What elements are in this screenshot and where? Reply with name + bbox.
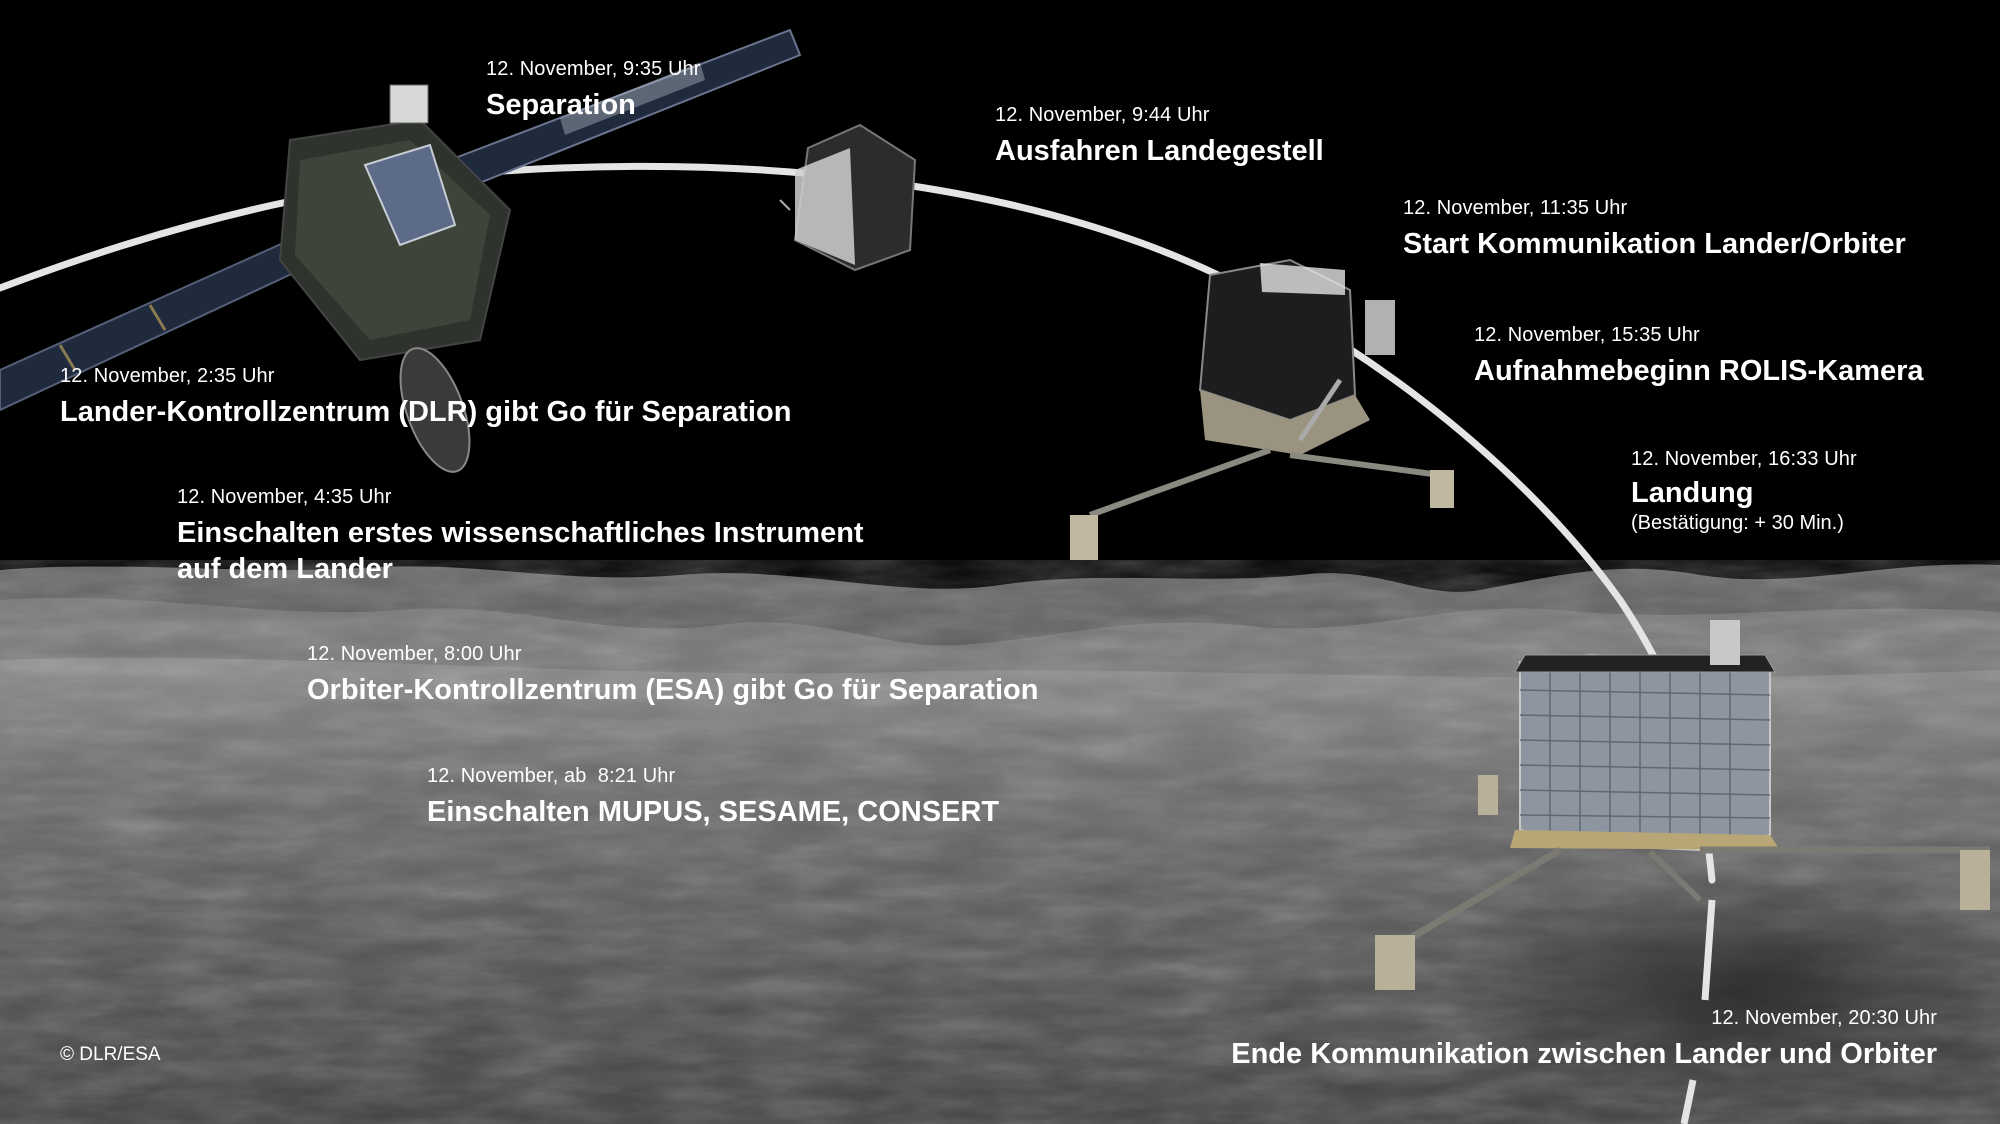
orbiter-illustration — [0, 28, 802, 473]
event-go-dlr: 12. November, 2:35 Uhr Lander-Kontrollze… — [60, 364, 791, 430]
event-date: 12. November, 4:35 Uhr — [177, 486, 392, 508]
event-title-line1: Einschalten erstes wissenschaftliches In… — [177, 517, 864, 549]
event-title: Ende Kommunikation zwischen Lander und O… — [1231, 1038, 1937, 1070]
event-date: 12. November, 20:30 Uhr — [1711, 1007, 1937, 1029]
event-start-comm: 12. November, 11:35 Uhr Start Kommunikat… — [1403, 196, 1906, 262]
trajectory-arc-end — [1680, 1079, 1697, 1124]
copyright-notice: © DLR/ESA — [60, 1044, 161, 1065]
trajectory-arc-lower — [1701, 899, 1716, 1001]
event-first-instrument: 12. November, 4:35 Uhr Einschalten erste… — [177, 485, 864, 587]
lander-descending-illustration — [1070, 258, 1454, 560]
event-title: Ausfahren Landegestell — [995, 135, 1324, 167]
event-title: Separation — [486, 89, 636, 121]
event-date: 12. November, ab 8:21 Uhr — [427, 765, 676, 787]
event-date: 12. November, 9:35 Uhr — [486, 58, 701, 80]
event-title: Start Kommunikation Lander/Orbiter — [1403, 228, 1906, 260]
lander-separated-illustration — [779, 123, 917, 272]
event-rolis: 12. November, 15:35 Uhr Aufnahmebeginn R… — [1474, 323, 1924, 389]
event-go-esa: 12. November, 8:00 Uhr Orbiter-Kontrollz… — [307, 642, 1038, 708]
event-date: 12. November, 11:35 Uhr — [1403, 197, 1628, 219]
event-end-comm: 12. November, 20:30 Uhr Ende Kommunikati… — [1231, 1006, 1937, 1072]
event-date: 12. November, 16:33 Uhr — [1631, 448, 1857, 470]
event-title: Aufnahmebeginn ROLIS-Kamera — [1474, 355, 1924, 387]
event-title: Lander-Kontrollzentrum (DLR) gibt Go für… — [60, 396, 792, 428]
lander-landed-illustration — [1375, 620, 1990, 990]
event-date: 12. November, 2:35 Uhr — [60, 365, 275, 387]
event-title: Orbiter-Kontrollzentrum (ESA) gibt Go fü… — [307, 674, 1039, 706]
event-landing: 12. November, 16:33 Uhr Landung (Bestäti… — [1631, 447, 1857, 535]
event-landing-gear: 12. November, 9:44 Uhr Ausfahren Landege… — [995, 103, 1324, 169]
event-title: Landung — [1631, 477, 1754, 509]
event-date: 12. November, 15:35 Uhr — [1474, 324, 1700, 346]
event-date: 12. November, 8:00 Uhr — [307, 643, 522, 665]
event-date: 12. November, 9:44 Uhr — [995, 104, 1210, 126]
event-title-line2: auf dem Lander — [177, 553, 393, 585]
event-separation: 12. November, 9:35 Uhr Separation — [486, 57, 701, 123]
event-title: Einschalten MUPUS, SESAME, CONSERT — [427, 796, 1000, 828]
event-subtitle: (Bestätigung: + 30 Min.) — [1631, 512, 1844, 534]
event-mupus: 12. November, ab 8:21 Uhr Einschalten MU… — [427, 764, 999, 830]
